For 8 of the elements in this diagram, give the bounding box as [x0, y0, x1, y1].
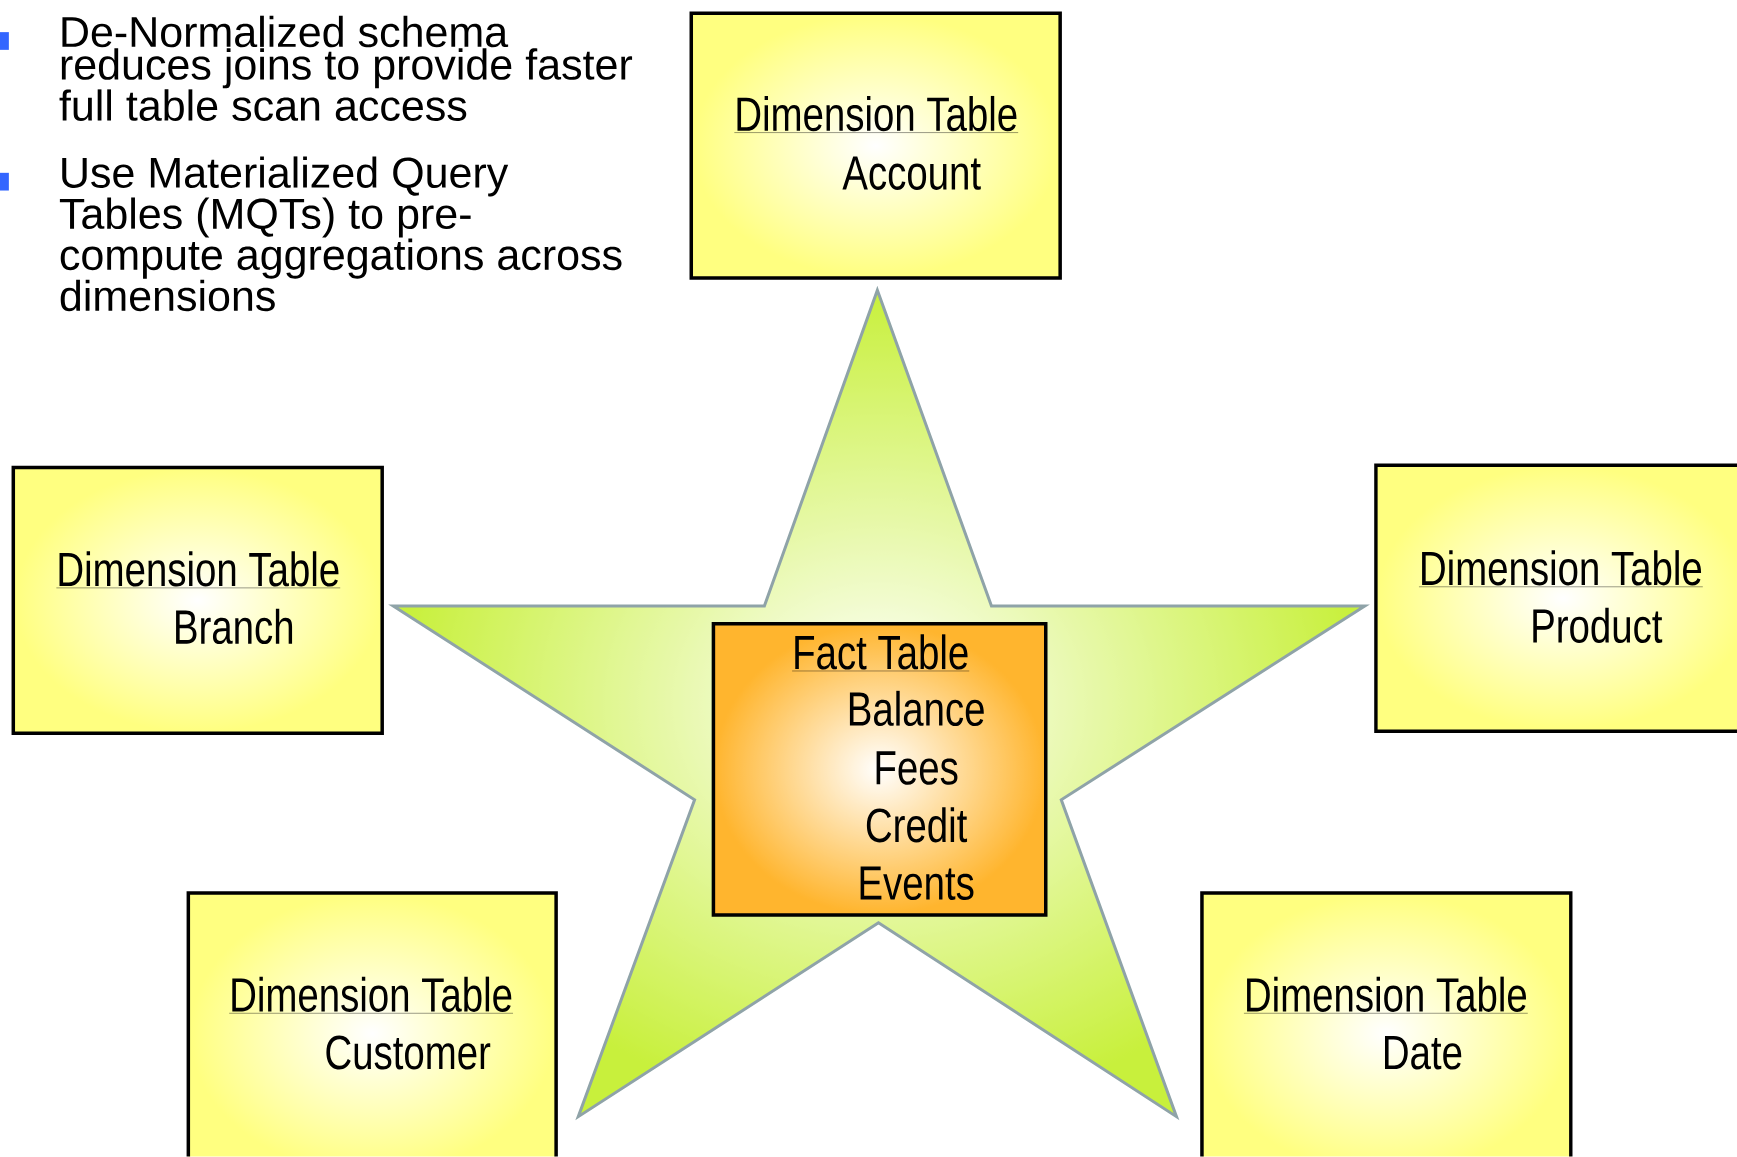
table-box: Dimension Table Product: [1374, 463, 1737, 734]
table-box: Dimension Table Branch: [11, 465, 384, 736]
bullet-text: De-Normalized schema reduces joins to provide faster full table scan access: [59, 15, 633, 122]
bullet-text: Use Materialized Query Tables (MQTs) to pre-compute aggregations across dimensions: [59, 156, 622, 312]
table-box: Dimension Table Account: [689, 11, 1062, 281]
table-box: Dimension Table Customer: [186, 891, 558, 1157]
table-box: Fact Table Balance Fees Credit Events: [711, 622, 1048, 917]
table-box: Dimension Table Date: [1200, 891, 1573, 1157]
